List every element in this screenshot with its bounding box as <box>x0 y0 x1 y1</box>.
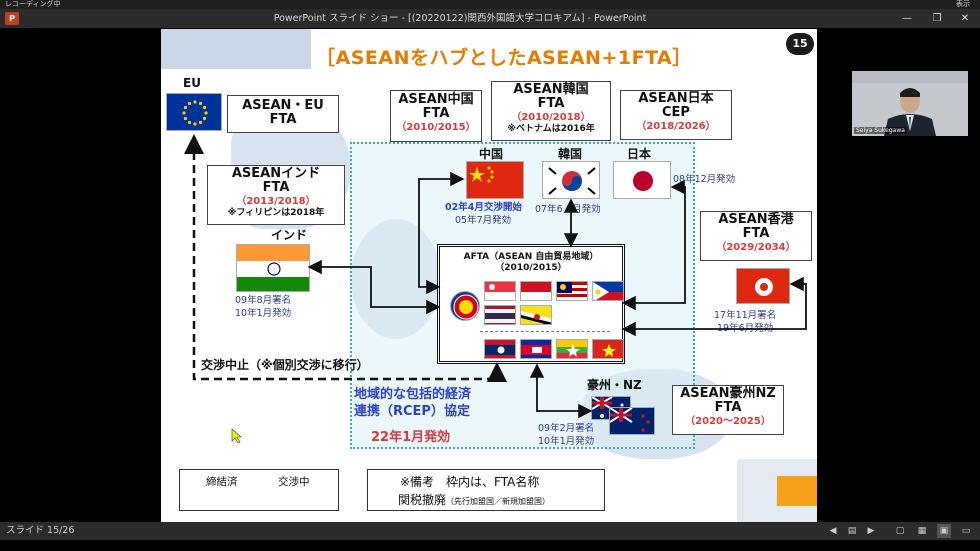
country-australia-nz: 豪州・NZ <box>587 378 642 392</box>
eu-star <box>198 101 203 106</box>
recording-strip: レコーディング中 表示 <box>0 0 980 9</box>
remarks-tariff: 関税撤廃 <box>398 493 447 507</box>
rcep-label: 地域的な包括的経済 連携（RCEP）協定 <box>354 386 471 420</box>
afta-title: AFTA（ASEAN 自由貿易地域） （2010/2015） <box>440 252 622 274</box>
next-icon[interactable]: ▶ <box>867 526 875 536</box>
eu-star <box>183 116 188 121</box>
legend-negotiating: 交渉中 <box>278 476 310 488</box>
normal-view-icon[interactable]: ▢ <box>895 526 905 536</box>
reading-view-icon[interactable]: ▣ <box>937 524 951 538</box>
afta-title-2: （2010/2015） <box>495 263 567 273</box>
view-toggle[interactable]: 表示 <box>956 0 970 8</box>
anz-note-2: 10年1月発効 <box>538 436 595 447</box>
slideshow-view-icon[interactable]: ▭ <box>961 526 971 536</box>
remarks-line-2: 関税撤廃（先行加盟国／新規加盟国） <box>398 491 550 508</box>
vietnam-flag-icon <box>592 339 624 359</box>
rcep-line-1: 地域的な包括的経済 <box>354 387 472 402</box>
box-title: ASEAN中国 FTA <box>398 92 474 121</box>
box-title: ASEAN・EU FTA <box>242 98 324 127</box>
presenter-name: Seiya Sukegawa <box>854 127 907 134</box>
restore-button[interactable]: ❐ <box>932 13 942 24</box>
box-note: ※ベトナムは2016年 <box>507 124 595 134</box>
box-asean-china: ASEAN中国 FTA （2010/2015） <box>390 90 482 142</box>
afta-title-1: AFTA（ASEAN 自由貿易地域） <box>463 252 599 262</box>
box-asean-anz: ASEAN豪州NZ FTA （2020～2025） <box>672 385 784 435</box>
slide-canvas[interactable]: ［ASEANをハブとしたASEAN+1FTA］ 15 EU ASEAN・EU F… <box>161 29 817 522</box>
cambodia-flag-icon <box>520 339 552 359</box>
eu-star <box>202 116 207 121</box>
page-number-badge: 15 <box>786 33 814 55</box>
map-shape <box>161 29 311 69</box>
decor-orange-block <box>777 476 817 506</box>
eu-star <box>198 120 203 125</box>
remarks-line-1: ※備考 枠内は、FTA名称 <box>400 475 540 489</box>
malaysia-flag-icon <box>556 281 588 301</box>
remarks-small: （先行加盟国／新規加盟国） <box>446 497 551 506</box>
slide-sorter-icon[interactable]: ▦ <box>917 526 927 536</box>
slide-indicator: スライド 15/26 <box>6 525 75 536</box>
box-years: （2020～2025） <box>685 416 771 427</box>
brunei-flag-icon <box>520 305 552 325</box>
eu-star <box>193 100 197 104</box>
eu-star <box>202 105 207 110</box>
remarks-box: ※備考 枠内は、FTA名称 関税撤廃（先行加盟国／新規加盟国） <box>367 469 605 511</box>
eu-star <box>204 111 208 115</box>
box-asean-hongkong: ASEAN香港 FTA （2029/2034） <box>700 211 812 261</box>
minimize-button[interactable]: — <box>902 13 912 24</box>
close-button[interactable]: ✕ <box>960 13 970 24</box>
country-japan: 日本 <box>627 147 652 161</box>
box-title: ASEAN日本 CEP <box>638 91 714 120</box>
myanmar-flag-icon <box>556 339 588 359</box>
notes-icon[interactable]: ▤ <box>847 526 857 536</box>
box-asean-eu: ASEAN・EU FTA <box>227 95 339 133</box>
box-years: （2010/2018） <box>511 112 591 123</box>
legend-concluded: 締結済 <box>206 476 238 488</box>
anz-note-1: 09年2月署名 <box>538 423 595 434</box>
recording-indicator: レコーディング中 <box>5 0 61 8</box>
country-eu: EU <box>183 76 201 90</box>
rcep-line-2: 連携（RCEP）協定 <box>354 404 470 419</box>
japan-note: 08年12月発効 <box>673 174 736 185</box>
eu-star <box>187 120 192 125</box>
box-years: （2018/2026） <box>636 121 716 132</box>
presenter-video: Seiya Sukegawa <box>852 71 968 136</box>
eu-star <box>182 111 186 115</box>
box-title: ASEAN豪州NZ FTA <box>680 386 776 415</box>
box-asean-korea: ASEAN韓国 FTA （2010/2018） ※ベトナムは2016年 <box>491 81 611 141</box>
previous-icon[interactable]: ◀ <box>829 526 837 536</box>
box-title: ASEAN香港 FTA <box>718 212 794 241</box>
status-bar: スライド 15/26 ◀ ▤ ▶ ▢ ▦ ▣ ▭ <box>0 522 980 540</box>
mouse-cursor-icon <box>231 428 242 444</box>
powerpoint-icon: P <box>5 12 19 25</box>
afta-divider <box>480 331 610 332</box>
box-years: （2010/2015） <box>396 122 476 133</box>
eu-flag-icon <box>166 93 222 131</box>
slide-title: ［ASEANをハブとしたASEAN+1FTA］ <box>316 47 692 69</box>
eu-star <box>193 122 197 126</box>
indonesia-flag-icon <box>520 281 552 301</box>
country-korea: 韓国 <box>558 147 583 161</box>
korea-flag-icon <box>542 161 600 199</box>
eu-star <box>187 101 192 106</box>
box-years: （2029/2034） <box>716 242 796 253</box>
connector-lines <box>181 134 807 508</box>
box-asean-japan: ASEAN日本 CEP （2018/2026） <box>620 90 732 140</box>
box-title: ASEAN韓国 FTA <box>513 82 589 111</box>
title-bar: P PowerPoint スライド ショー - [(20220122)関西外国語… <box>0 9 980 28</box>
newzealand-flag-icon <box>609 407 655 435</box>
window-title: PowerPoint スライド ショー - [(20220122)関西外国語大学… <box>273 13 647 24</box>
legend-box: 締結済 交渉中 <box>179 469 339 511</box>
rcep-date: 22年1月発効 <box>371 430 451 445</box>
eu-star <box>183 105 188 110</box>
